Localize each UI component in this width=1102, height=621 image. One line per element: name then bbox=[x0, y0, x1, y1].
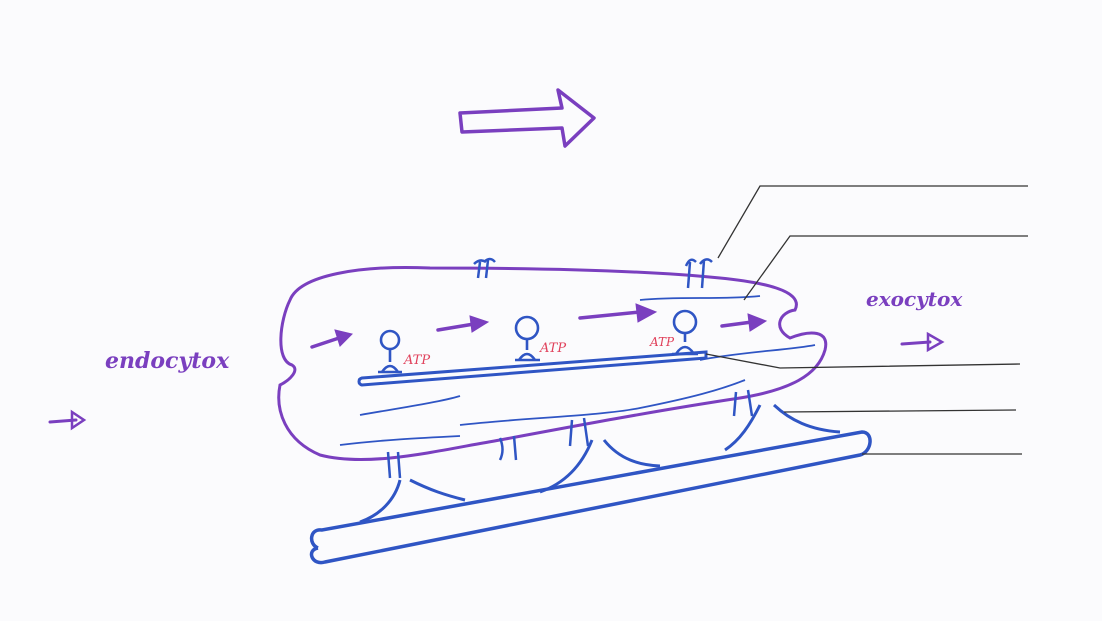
atp-label: ATP bbox=[539, 341, 566, 356]
flow-arrow-icon bbox=[580, 304, 656, 322]
motor-vesicle bbox=[672, 311, 698, 354]
leader-line-3 bbox=[706, 354, 1020, 368]
atp-label: ATP bbox=[403, 353, 430, 368]
adhesion-receptors bbox=[388, 390, 752, 478]
cortical-filaments bbox=[340, 296, 815, 445]
flow-arrow-icon bbox=[438, 316, 488, 332]
flow-arrow-icon bbox=[722, 314, 766, 331]
exocytosis-label: exocytox bbox=[866, 287, 963, 311]
motor-vesicle bbox=[515, 317, 540, 360]
leader-line-1 bbox=[718, 186, 1028, 258]
small-arrow-icon bbox=[50, 412, 84, 428]
direction-arrow-icon bbox=[460, 90, 594, 146]
small-arrow-icon bbox=[902, 334, 942, 350]
flow-arrow-icon bbox=[312, 330, 352, 347]
surface-receptor bbox=[686, 259, 712, 288]
leader-line-4 bbox=[784, 410, 1016, 412]
endocytosis-label: endocytox bbox=[105, 348, 230, 374]
atp-label: ATP bbox=[649, 335, 675, 349]
substrate-fiber bbox=[312, 432, 871, 563]
motor-vesicle bbox=[378, 331, 402, 372]
